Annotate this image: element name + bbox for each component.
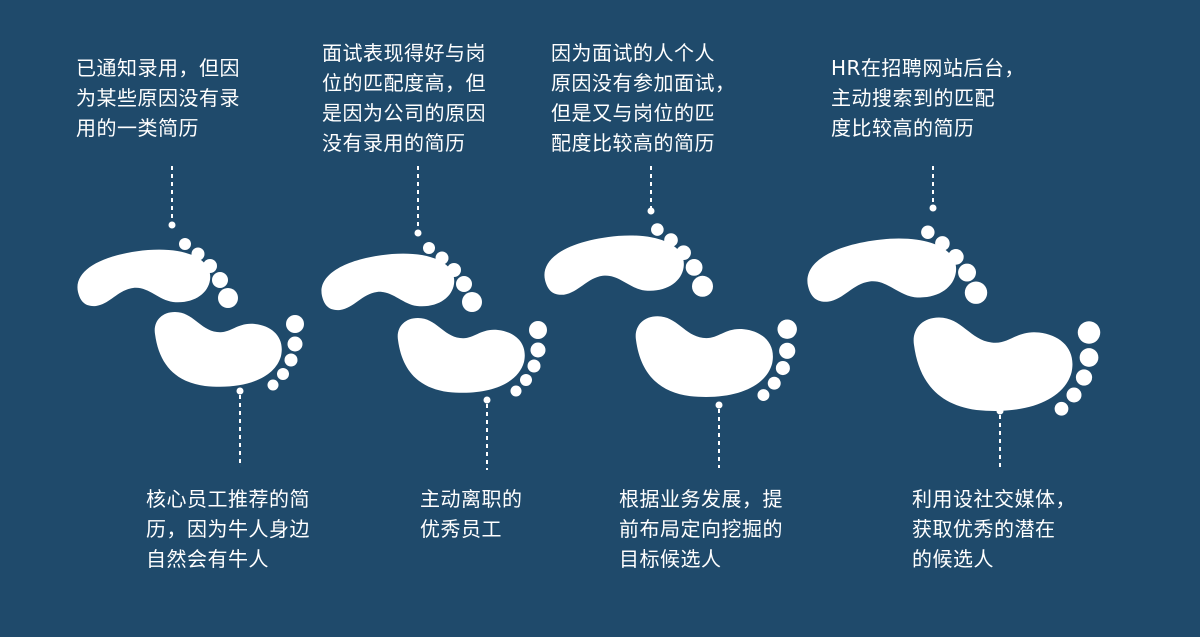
dot-bottom-2	[483, 396, 491, 404]
footprint-icon	[913, 317, 1101, 416]
top-label-3: 因为面试的人个人 原因没有参加面试， 但是又与岗位的匹 配度比较高的简历	[551, 41, 736, 155]
bottom-label-3: 根据业务发展，提 前布局定向挖掘的 目标候选人	[619, 487, 783, 571]
dot-top-4	[929, 204, 937, 212]
dot-top-3	[647, 207, 655, 215]
bottom-label-2: 主动离职的 优秀员工	[420, 487, 523, 541]
footprint-icon	[807, 225, 988, 304]
top-label-1: 已通知录用，但因 为某些原因没有录 用的一类简历	[76, 56, 240, 140]
footprint-icon	[635, 316, 797, 402]
footprint-icon	[77, 238, 239, 308]
footprint-icon	[154, 312, 304, 391]
footprint-icon	[397, 318, 547, 397]
dot-top-1	[168, 221, 176, 229]
dot-bottom-3	[715, 401, 723, 409]
dot-bottom-1	[236, 387, 244, 395]
footprint-icon	[544, 223, 713, 297]
top-label-2: 面试表现得好与岗 位的匹配度高，但 是因为公司的原因 没有录用的简历	[322, 41, 486, 155]
footprint-icon	[321, 242, 482, 312]
dot-top-2	[414, 229, 422, 237]
top-label-4: HR在招聘网站后台， 主动搜索到的匹配 度比较高的简历	[831, 56, 1025, 140]
bottom-label-1: 核心员工推荐的简 历，因为牛人身边 自然会有牛人	[146, 487, 310, 571]
bottom-label-4: 利用设社交媒体， 获取优秀的潜在 的候选人	[912, 487, 1076, 571]
